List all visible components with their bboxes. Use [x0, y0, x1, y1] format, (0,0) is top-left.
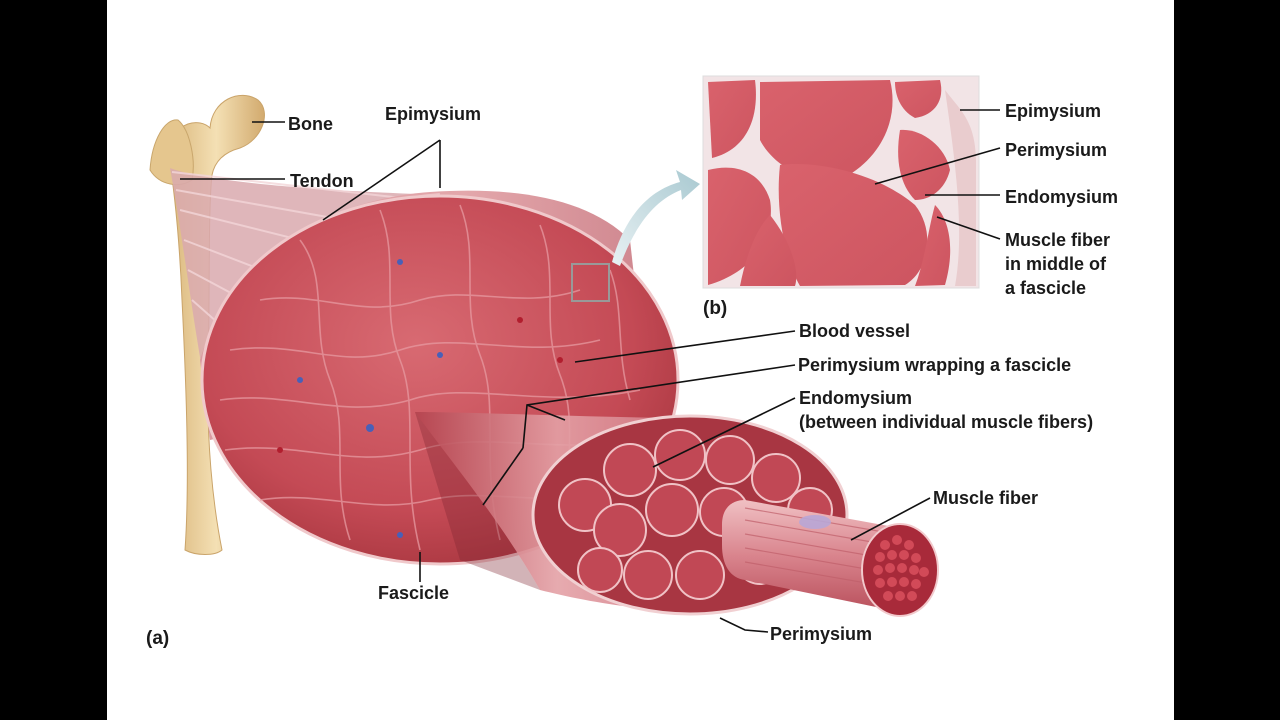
endomysium-note-label: (between individual muscle fibers) — [799, 410, 1093, 434]
epimysium-label: Epimysium — [385, 102, 481, 126]
micro-muscle-fiber-label: Muscle fiber in middle of a fascicle — [1005, 228, 1110, 300]
fascicle-label: Fascicle — [378, 581, 449, 605]
micro-perimysium-label: Perimysium — [1005, 138, 1107, 162]
panel-a-label: (a) — [146, 627, 169, 651]
perimysium-wrapping-label: Perimysium wrapping a fascicle — [798, 353, 1071, 377]
micrograph — [703, 76, 979, 288]
micro-epimysium-label: Epimysium — [1005, 99, 1101, 123]
letterbox-left — [0, 0, 107, 720]
fiber-nucleus — [799, 515, 831, 529]
panel-b-label: (b) — [703, 297, 727, 321]
muscle-fiber-label: Muscle fiber — [933, 486, 1038, 510]
blood-vessel-label: Blood vessel — [799, 319, 910, 343]
perimysium-bottom-label: Perimysium — [770, 622, 872, 646]
endomysium-label: Endomysium — [799, 386, 912, 410]
bone-label: Bone — [288, 112, 333, 136]
letterbox-right — [1174, 0, 1280, 720]
tendon-label: Tendon — [290, 169, 354, 193]
micro-endomysium-label: Endomysium — [1005, 185, 1118, 209]
